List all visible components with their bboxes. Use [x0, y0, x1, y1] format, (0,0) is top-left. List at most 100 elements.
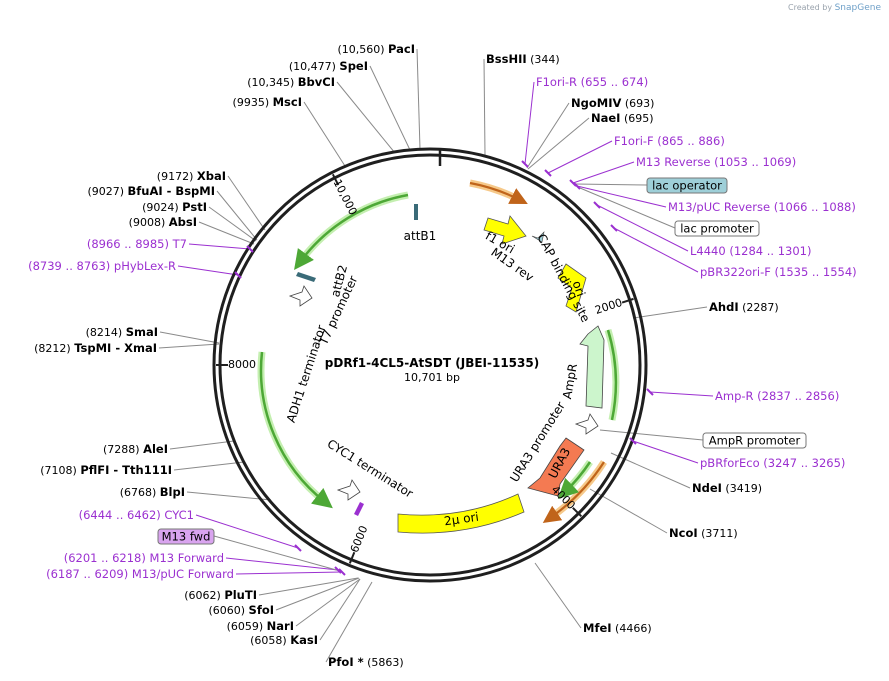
- primer-site[interactable]: (6187 .. 6209) M13/pUC Forward: [46, 567, 234, 581]
- enzyme-name: NdeI: [692, 481, 722, 495]
- enzyme-labels: (10,560) PacI (10,477) SpeI (10,345) BbvCI…: [34, 42, 779, 669]
- primer-binding-mark: [544, 169, 552, 177]
- boxed-feature[interactable]: AmpR promoter: [702, 432, 807, 449]
- enzyme-leader-line: [159, 331, 220, 344]
- enzyme-position: (10,345): [247, 76, 298, 89]
- primer-leader-line: [188, 243, 251, 250]
- primer-site[interactable]: pBR322ori-F (1535 .. 1554): [700, 265, 857, 279]
- primer-name: T7: [172, 237, 187, 251]
- enzyme-site[interactable]: (8214) SmaI: [86, 325, 158, 339]
- enzyme-site[interactable]: AhdI (2287): [709, 300, 779, 314]
- enzyme-site[interactable]: (6059) NarI: [227, 619, 294, 633]
- primer-site[interactable]: L4440 (1284 .. 1301): [690, 244, 811, 258]
- primer-site[interactable]: M13/pUC Reverse (1066 .. 1088): [668, 200, 856, 214]
- enzyme-leader-line: [526, 102, 570, 169]
- primer-label: L4440 (1284 .. 1301): [690, 244, 811, 258]
- enzyme-label: (6059) NarI: [227, 619, 294, 633]
- enzyme-position: (3419): [722, 482, 762, 495]
- enzyme-name: NaeI: [591, 111, 620, 125]
- primer-site[interactable]: pBRforEco (3247 .. 3265): [700, 456, 845, 470]
- primer-leader-line: [195, 514, 299, 549]
- primer-name: CYC1: [164, 508, 194, 522]
- enzyme-site[interactable]: NdeI (3419): [692, 481, 762, 495]
- enzyme-site[interactable]: (9935) MscI: [233, 95, 302, 109]
- primer-range: (6201 .. 6218): [64, 551, 150, 565]
- primer-site[interactable]: Amp-R (2837 .. 2856): [715, 389, 839, 403]
- enzyme-leader-line: [227, 175, 266, 231]
- primer-binding-mark: [629, 437, 637, 445]
- enzyme-site[interactable]: (9024) PstI: [142, 200, 207, 214]
- enzyme-leader-line: [169, 440, 235, 450]
- enzyme-site[interactable]: (9008) AbsI: [129, 215, 197, 229]
- primer-site[interactable]: F1ori-R (655 .. 674): [536, 75, 648, 89]
- backbone-outer-ring: [212, 147, 648, 583]
- primer-range: (865 .. 886): [654, 134, 725, 148]
- primer-binding-mark: [334, 566, 342, 574]
- primer-range: (1535 .. 1554): [771, 265, 857, 279]
- primer-site[interactable]: (8739 .. 8763) pHybLex-R: [28, 259, 176, 273]
- primer-range: (1284 .. 1301): [726, 244, 812, 258]
- enzyme-position: (5863): [364, 656, 404, 669]
- primer-site[interactable]: F1ori-F (865 .. 886): [614, 134, 725, 148]
- enzyme-position: (7108): [40, 464, 80, 477]
- enzyme-name: TspMI - XmaI: [74, 341, 157, 355]
- enzyme-label: (7288) AleI: [103, 442, 168, 456]
- enzyme-site[interactable]: MfeI (4466): [583, 621, 652, 635]
- tick-label: 10,000: [331, 177, 360, 217]
- enzyme-site[interactable]: (10,477) SpeI: [289, 59, 368, 73]
- feature-box: [646, 177, 728, 194]
- enzyme-label: (10,477) SpeI: [289, 59, 368, 73]
- enzyme-site[interactable]: NcoI (3711): [669, 526, 738, 540]
- primer-range: (6187 .. 6209): [46, 567, 132, 581]
- plasmid-length: 10,701 bp: [404, 371, 460, 384]
- boxed-feature[interactable]: M13 fwd: [157, 528, 215, 545]
- boxed-feature[interactable]: lac operator: [646, 177, 728, 194]
- enzyme-position: (6768): [120, 486, 160, 499]
- primer-site[interactable]: M13 Reverse (1053 .. 1069): [636, 155, 796, 169]
- tick-label: 6000: [348, 524, 371, 555]
- enzyme-site[interactable]: (10,345) BbvCI: [247, 75, 335, 89]
- enzyme-site[interactable]: (7288) AleI: [103, 442, 168, 456]
- enzyme-site[interactable]: (8212) TspMI - XmaI: [34, 341, 157, 355]
- enzyme-name: MscI: [273, 95, 302, 109]
- primer-leader-line: [576, 185, 667, 208]
- primer-site[interactable]: (6201 .. 6218) M13 Forward: [64, 551, 224, 565]
- cyc1-terminator-arrow: [336, 479, 361, 501]
- enzyme-position: (8214): [86, 326, 126, 339]
- enzyme-site[interactable]: BssHII (344): [486, 52, 560, 66]
- primer-label: (6187 .. 6209) M13/pUC Forward: [46, 567, 234, 581]
- primer-leader-line: [649, 391, 714, 397]
- two-micron-ori-arrow: [397, 493, 525, 534]
- enzyme-site[interactable]: (7108) PflFI - Tth111I: [40, 463, 172, 477]
- enzyme-site[interactable]: (6768) BlpI: [120, 485, 185, 499]
- enzyme-site[interactable]: (9027) BfuAI - BspMI: [87, 184, 215, 198]
- enzyme-site[interactable]: (6062) PluTI: [184, 588, 257, 602]
- enzyme-site[interactable]: (10,560) PacI: [337, 42, 415, 56]
- primer-label: (8739 .. 8763) pHybLex-R: [28, 259, 176, 273]
- primer-site[interactable]: (6444 .. 6462) CYC1: [79, 508, 194, 522]
- primer-leader-line: [547, 140, 613, 174]
- enzyme-label: (9008) AbsI: [129, 215, 197, 229]
- enzyme-leader-line: [275, 577, 360, 611]
- enzyme-site[interactable]: NaeI (695): [591, 111, 654, 125]
- enzyme-site[interactable]: (6058) KasI: [250, 633, 318, 647]
- primer-label: Amp-R (2837 .. 2856): [715, 389, 839, 403]
- enzyme-position: (6059): [227, 620, 267, 633]
- primer-site[interactable]: (8966 .. 8985) T7: [87, 237, 187, 251]
- primer-leader-line: [524, 81, 535, 165]
- primer-binding-mark: [593, 201, 601, 209]
- enzyme-label: (6062) PluTI: [184, 588, 257, 602]
- boxed-feature[interactable]: lac promoter: [674, 220, 760, 237]
- enzyme-position: (3711): [698, 527, 738, 540]
- enzyme-site[interactable]: (9172) XbaI: [157, 169, 226, 183]
- enzyme-site[interactable]: (6060) SfoI: [208, 603, 274, 617]
- enzyme-label: (7108) PflFI - Tth111I: [40, 463, 172, 477]
- enzyme-site[interactable]: NgoMIV (693): [571, 96, 654, 110]
- enzyme-site[interactable]: PfoI * (5863): [328, 655, 404, 669]
- enzyme-leader-line: [632, 306, 708, 319]
- enzyme-name: SpeI: [339, 59, 368, 73]
- enzyme-leader-line: [527, 117, 590, 170]
- feature-box-leader: [599, 429, 704, 441]
- ampr-promoter-arrow: [574, 413, 599, 435]
